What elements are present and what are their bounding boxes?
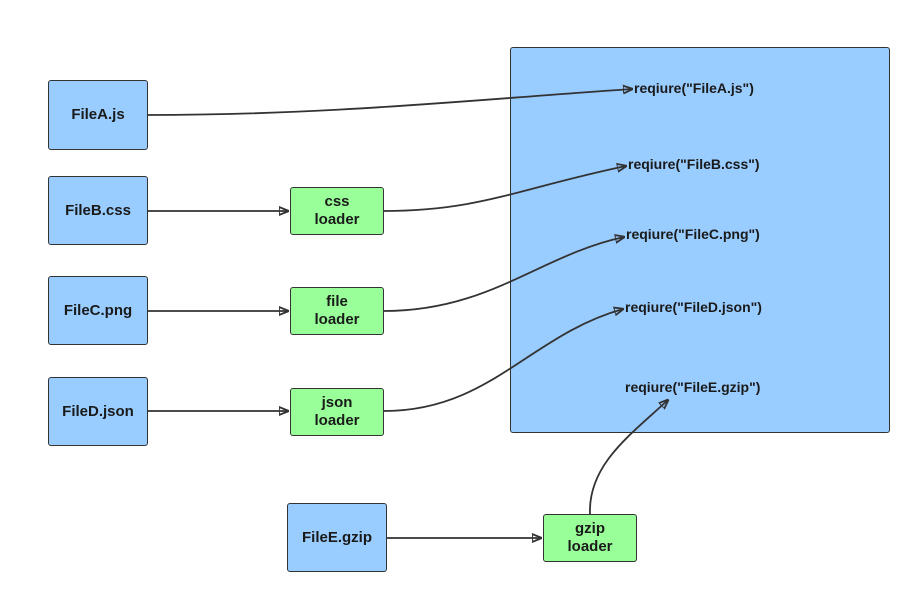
require-file-b: reqiure("FileB.css") [628, 156, 760, 172]
require-file-a: reqiure("FileA.js") [634, 80, 754, 96]
file-loader-line2: loader [314, 311, 360, 328]
css-loader-box: css loader [290, 187, 384, 235]
require-file-c: reqiure("FileC.png") [626, 226, 760, 242]
bundle-box [510, 47, 890, 433]
file-d-box: FileD.json [48, 377, 148, 446]
gzip-loader-line2: loader [567, 538, 613, 555]
arrow-file-a-to-require [147, 89, 632, 116]
file-e-box: FileE.gzip [287, 503, 387, 572]
file-a-label: FileA.js [71, 106, 125, 123]
file-loader-box: file loader [290, 287, 384, 335]
gzip-loader-line1: gzip [575, 520, 605, 537]
file-e-label: FileE.gzip [301, 528, 372, 546]
arrow-gzip-loader-to-require [589, 400, 668, 515]
arrow-json-loader-to-require [383, 309, 623, 412]
file-b-label: FileB.css [65, 201, 131, 219]
require-file-d: reqiure("FileD.json") [625, 299, 762, 315]
file-a-box: FileA.js [48, 80, 148, 150]
css-loader-line1: css [324, 193, 350, 210]
file-b-box: FileB.css [48, 176, 148, 245]
gzip-loader-box: gzip loader [543, 514, 637, 562]
require-file-e: reqiure("FileE.gzip") [625, 379, 761, 395]
file-loader-line1: file [326, 293, 348, 310]
file-d-label: FileD.json [62, 402, 134, 420]
file-c-box: FileC.png [48, 276, 148, 345]
arrow-file-loader-to-require [383, 237, 624, 312]
json-loader-box: json loader [290, 388, 384, 436]
css-loader-line2: loader [314, 211, 360, 228]
json-loader-line1: json [321, 394, 353, 411]
arrow-css-loader-to-require [383, 166, 626, 212]
file-c-label: FileC.png [63, 301, 133, 319]
json-loader-line2: loader [314, 412, 360, 429]
